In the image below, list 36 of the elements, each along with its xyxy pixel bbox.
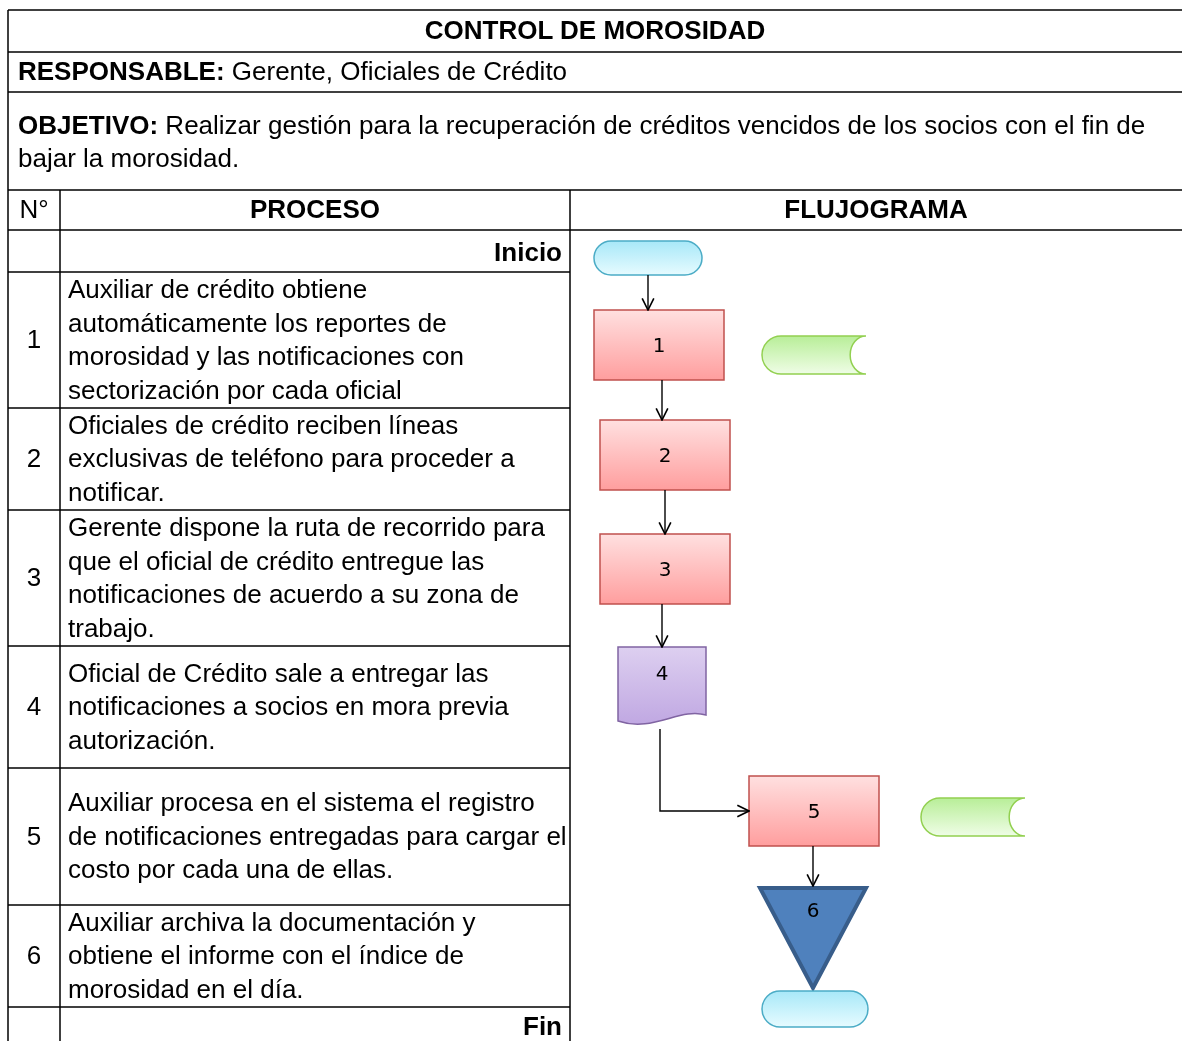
arrow [641, 274, 655, 311]
arrow [655, 603, 669, 648]
document-shape: 4 [618, 647, 706, 727]
process-step-text: Oficial de Crédito sale a entregar las notificaciones a socios en mora previa autorización. [68, 656, 510, 757]
arrow [806, 845, 820, 887]
stored-data-shape [921, 798, 1025, 836]
objective-text: OBJETIVO: Realizar gestión para la recuperación de créditos vencidos de los socios con el fin de bajar la morosidad. [18, 108, 1147, 175]
archive-triangle: 6 [758, 886, 868, 990]
process-box: 3 [600, 534, 730, 604]
arrow [655, 379, 669, 421]
terminator-shape [594, 241, 702, 275]
step-number: 2 [25, 442, 43, 476]
responsible-text: RESPONSABLE: Gerente, Oficiales de Crédito [18, 55, 569, 89]
column-header: FLUJOGRAMA [783, 193, 969, 227]
stored-data-shape [762, 336, 866, 374]
process-step-text: Gerente dispone la ruta de recorrido para que el oficial de crédito entregue las notificaciones de acuerdo a su zona de trabajo. [68, 511, 546, 645]
process-step-text: Auxiliar procesa en el sistema el registro de notificaciones entregadas para cargar el costo por cada una de ellas. [68, 786, 568, 887]
terminator-shape [762, 991, 868, 1027]
step-number: 5 [25, 819, 43, 853]
step-number: 1 [25, 323, 43, 357]
process-box: 1 [594, 310, 724, 380]
start-label: Inicio [493, 236, 562, 270]
arrow [659, 728, 750, 818]
process-box: 2 [600, 420, 730, 490]
column-header: PROCESO [249, 193, 381, 227]
step-number: 4 [25, 690, 43, 724]
step-number: 6 [25, 939, 43, 973]
table-title: CONTROL DE MOROSIDAD [423, 14, 767, 47]
process-step-text: Auxiliar de crédito obtiene automáticamente los reportes de morosidad y las notificaciones con sectorización por cada oficial [68, 273, 465, 407]
column-header: N° [18, 193, 50, 227]
process-step-text: Auxiliar archiva la documentación y obtiene el informe con el índice de morosidad en el día. [68, 905, 477, 1006]
arrow [658, 489, 672, 535]
process-step-text: Oficiales de crédito reciben líneas exclusivas de teléfono para proceder a notificar. [68, 408, 516, 509]
step-number: 3 [25, 561, 43, 595]
end-label: Fin [522, 1010, 562, 1041]
process-box: 5 [749, 776, 879, 846]
